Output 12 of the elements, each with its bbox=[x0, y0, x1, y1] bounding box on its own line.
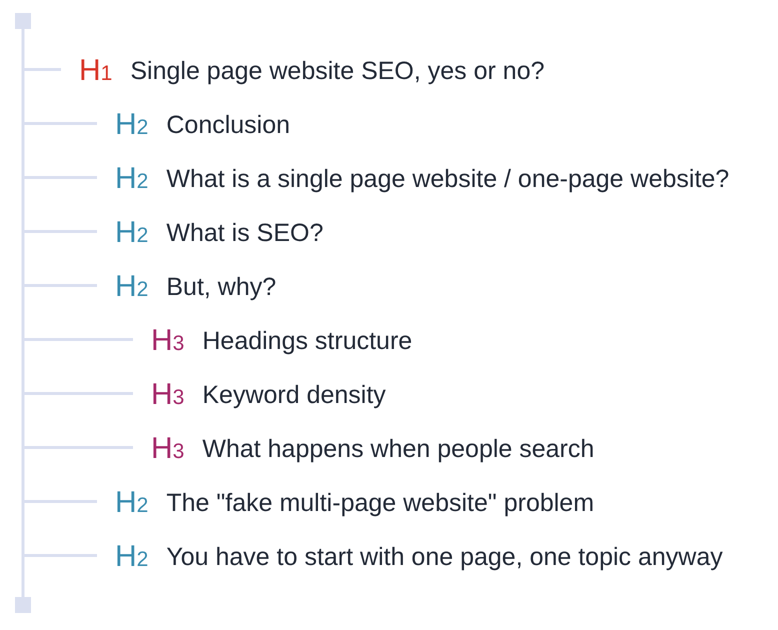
heading-title: Headings structure bbox=[202, 326, 412, 354]
heading-title: What happens when people search bbox=[202, 434, 594, 462]
heading-title: What is SEO? bbox=[166, 218, 324, 246]
heading-title: Keyword density bbox=[202, 380, 386, 408]
heading-title: The "fake multi-page website" problem bbox=[166, 488, 594, 516]
square-marker bbox=[15, 597, 31, 613]
heading-title: But, why? bbox=[166, 272, 276, 300]
heading-title: You have to start with one page, one topic anyway bbox=[166, 542, 723, 570]
heading-title: What is a single page website / one-page website? bbox=[166, 164, 730, 192]
heading-title: Single page website SEO, yes or no? bbox=[130, 56, 544, 84]
square-marker bbox=[15, 13, 31, 29]
heading-title: Conclusion bbox=[166, 110, 290, 138]
